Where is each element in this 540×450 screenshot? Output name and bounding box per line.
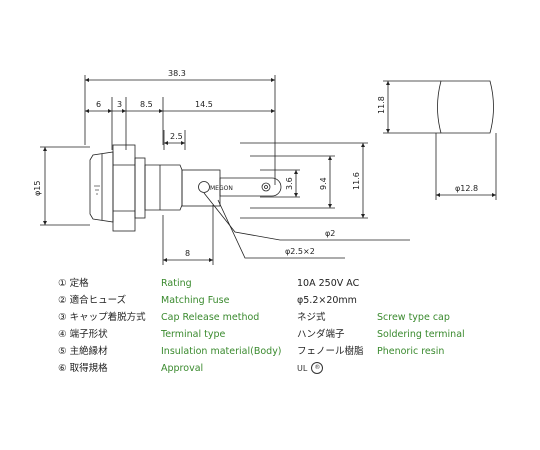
- dim-cap-12-8: φ12.8: [455, 184, 478, 193]
- registered-mark-icon: ®: [311, 362, 324, 374]
- spec-en-label: Approval: [161, 363, 204, 374]
- spec-row-6: ⑥ 取得規格: [58, 363, 108, 375]
- spec-en-label: Terminal type: [161, 329, 226, 340]
- spec-row-3: ③ キャップ着脱方式: [58, 312, 146, 324]
- spec-en-label: Matching Fuse: [161, 295, 230, 306]
- spec-num: ②: [58, 295, 67, 306]
- spec-num: ⑤: [58, 346, 67, 357]
- value-matching-fuse: φ5.2×20mm: [297, 295, 357, 306]
- dim-3-6: 3.6: [285, 177, 294, 190]
- spec-jp-label: キャップ着脱方式: [69, 312, 146, 323]
- value-insulation-jp: フェノール樹脂: [297, 346, 364, 357]
- spec-row-1: ① 定格: [58, 278, 89, 290]
- spec-jp-label: 定格: [69, 278, 89, 289]
- spec-row-4: ④ 端子形状: [58, 329, 108, 341]
- spec-row-5: ⑤ 主絶縁材: [58, 346, 108, 358]
- value-cap-method-jp: ネジ式: [297, 312, 326, 323]
- spec-num: ⑥: [58, 363, 67, 374]
- spec-row-2: ② 適合ヒューズ: [58, 295, 126, 307]
- dim-6: 6: [96, 100, 101, 109]
- spec-jp-label: 端子形状: [69, 329, 108, 340]
- dim-cap-11-8: 11.8: [377, 96, 386, 114]
- dim-dia-15: φ15: [33, 181, 42, 196]
- dim-8: 8: [185, 249, 190, 258]
- body-marking: MEGON: [210, 185, 233, 192]
- dim-8-5: 8.5: [140, 100, 153, 109]
- spec-en-label: Cap Release method: [161, 312, 260, 323]
- dim-14-5: 14.5: [195, 100, 213, 109]
- dim-dia-2: φ2: [325, 229, 335, 238]
- dim-dia-2-5x2: φ2.5×2: [285, 247, 315, 256]
- value-cap-method-en: Screw type cap: [377, 312, 450, 323]
- spec-en-label: Rating: [161, 278, 192, 289]
- value-insulation-en: Phenoric resin: [377, 346, 445, 357]
- value-rating: 10A 250V AC: [297, 278, 360, 289]
- spec-en-label: Insulation material(Body): [161, 346, 282, 357]
- dim-11-6: 11.6: [352, 172, 361, 190]
- fuse-holder-drawing: 38.3 6 3 8.5 14.5 2.5 φ15 3.6 9.4 11.6 8…: [33, 69, 497, 265]
- spec-jp-label: 主絶縁材: [69, 346, 108, 357]
- approval-marks: UL ®: [297, 362, 324, 374]
- dim-overall-length: 38.3: [168, 69, 186, 78]
- spec-jp-label: 適合ヒューズ: [69, 295, 127, 306]
- ul-mark-icon: UL: [297, 363, 308, 373]
- value-terminal-jp: ハンダ端子: [297, 329, 345, 340]
- spec-num: ①: [58, 278, 67, 289]
- spec-jp-label: 取得規格: [69, 363, 108, 374]
- dim-3: 3: [117, 100, 122, 109]
- value-terminal-en: Soldering terminal: [377, 329, 465, 340]
- dim-2-5: 2.5: [170, 132, 183, 141]
- spec-num: ④: [58, 329, 67, 340]
- spec-num: ③: [58, 312, 67, 323]
- dim-9-4: 9.4: [319, 177, 328, 190]
